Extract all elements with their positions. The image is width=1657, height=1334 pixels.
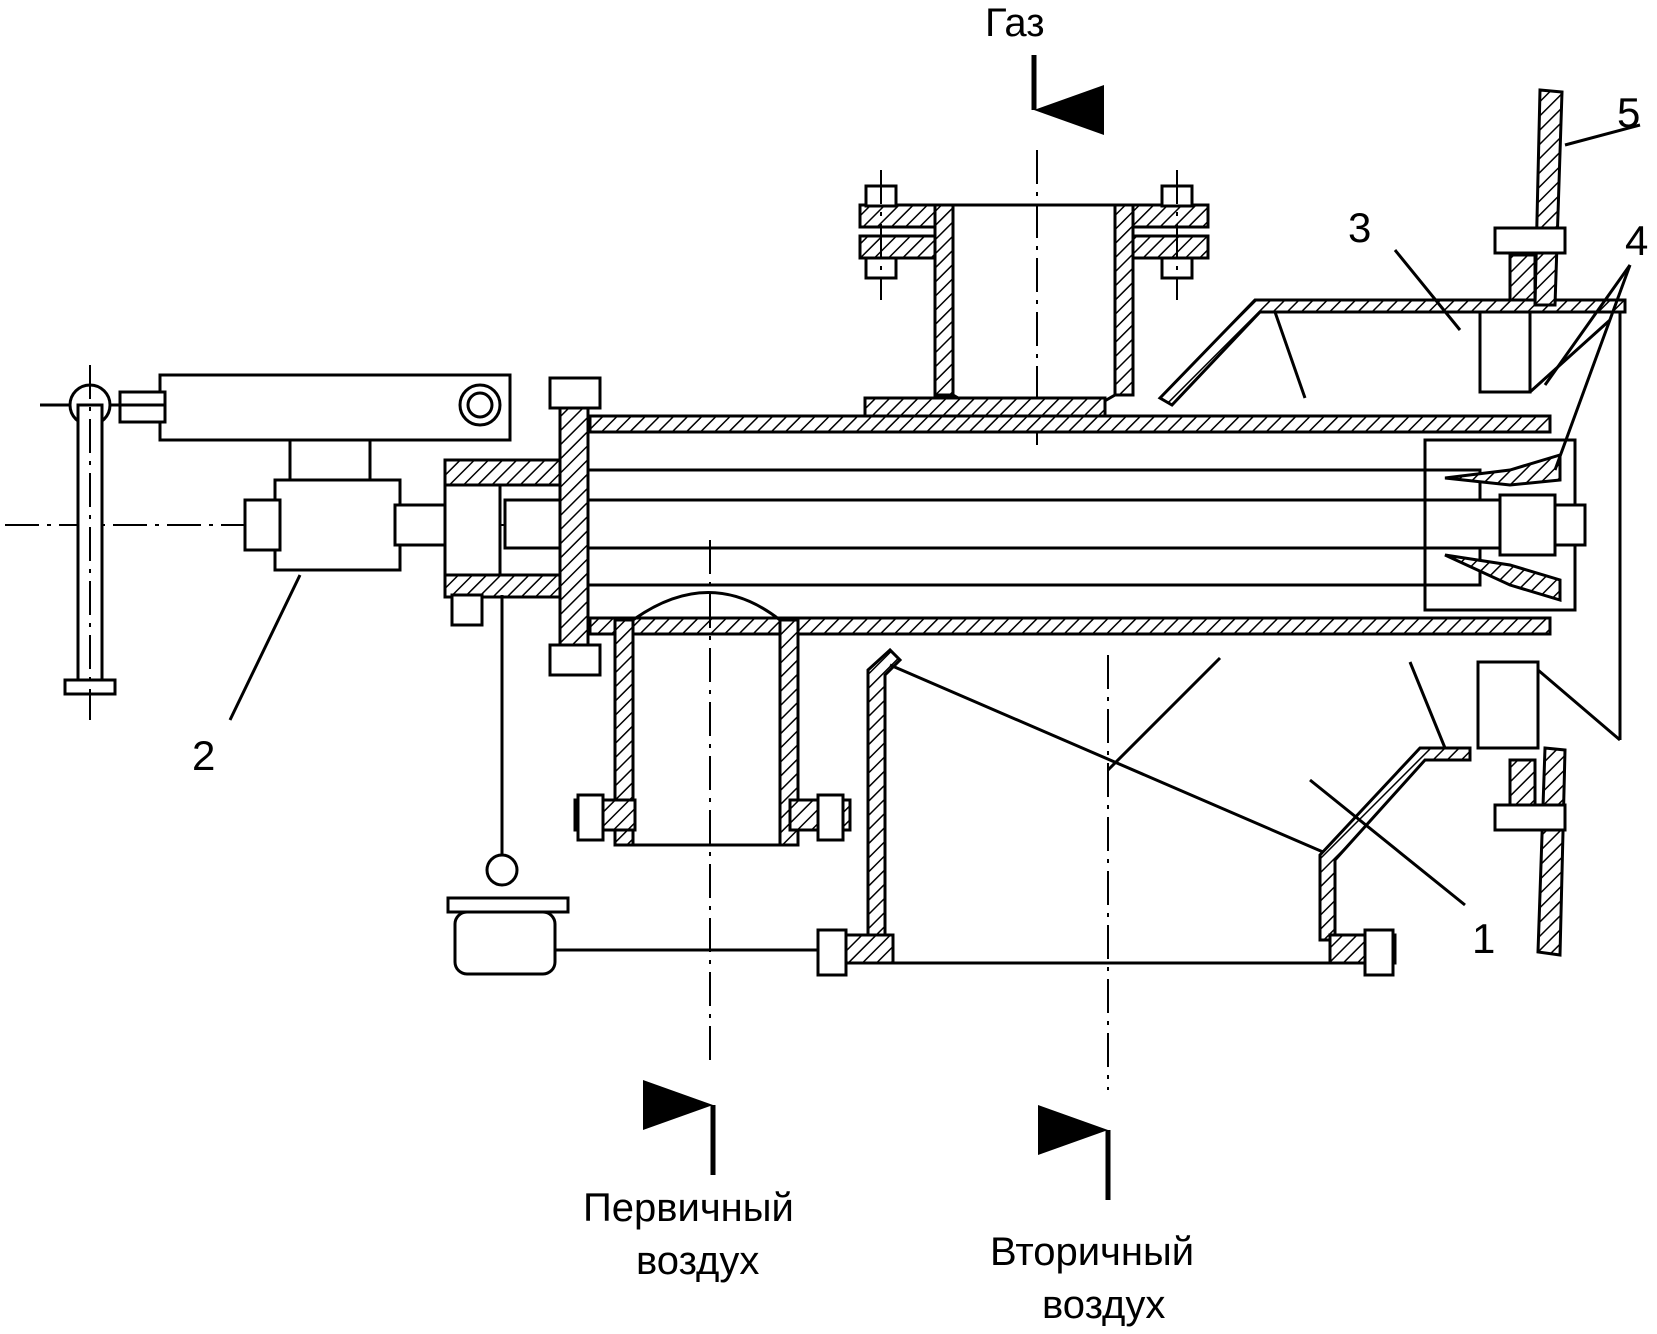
counterweight	[446, 595, 818, 976]
mounting-wall	[1493, 88, 1567, 957]
callout-3: 3	[1348, 204, 1371, 251]
callout-4: 4	[1625, 217, 1648, 264]
secondary-air-label-line1: Вторичный	[990, 1230, 1194, 1274]
inner-tube-shaft	[503, 438, 1587, 612]
callout-2: 2	[192, 732, 215, 779]
head-housing-upper	[1157, 298, 1627, 740]
lever-mechanism	[40, 365, 512, 720]
leader-2	[228, 574, 302, 721]
leader-4b	[1553, 264, 1632, 471]
leader-3	[1393, 249, 1462, 331]
primary-air-label-line2: воздух	[636, 1239, 759, 1283]
main-tube	[588, 414, 1552, 636]
gas-label: Газ	[985, 1, 1045, 45]
primary-air-inlet	[573, 540, 852, 1060]
leader-4a	[1543, 264, 1632, 386]
gas-inlet	[858, 150, 1210, 445]
left-flange	[443, 376, 602, 677]
callout-1: 1	[1472, 915, 1495, 962]
primary-air-label-line1: Первичный	[583, 1186, 794, 1230]
secondary-air-label-line2: воздух	[1042, 1283, 1165, 1327]
secondary-air-inlet	[816, 647, 1621, 1090]
leader-1	[1309, 778, 1466, 907]
callout-5: 5	[1617, 89, 1640, 136]
leader-5	[1564, 123, 1641, 147]
